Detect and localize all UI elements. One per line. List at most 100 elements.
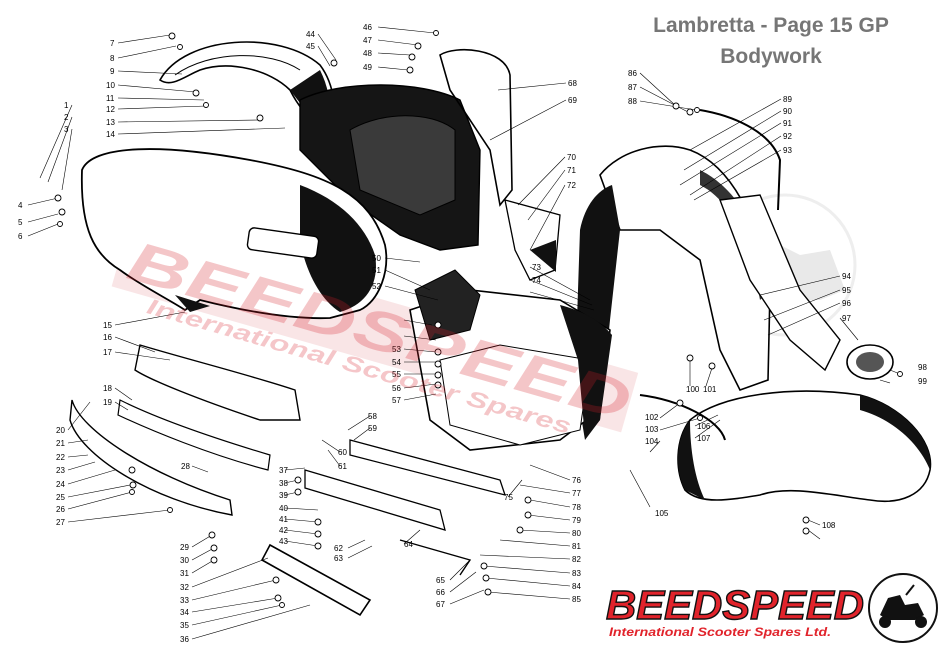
part-number: 56: [392, 384, 401, 393]
part-number: 97: [842, 314, 851, 323]
part-number: 91: [783, 119, 792, 128]
part-number: 36: [180, 635, 189, 644]
part-number: 62: [334, 544, 343, 553]
frame-cover-centre: [299, 49, 513, 251]
part-number: 90: [783, 107, 792, 116]
part-number: 79: [572, 516, 581, 525]
part-number: 13: [106, 118, 115, 127]
part-number: 26: [56, 505, 65, 514]
part-number: 61: [338, 462, 347, 471]
part-number: 101: [703, 385, 717, 394]
part-number-labels: 1 2 3 4 5 6 7 8 9 10 11 12 13 14 15 16 1…: [18, 23, 927, 644]
part-number: 22: [56, 453, 65, 462]
part-number: 100: [686, 385, 700, 394]
part-number: 46: [363, 23, 372, 32]
part-number: 18: [103, 384, 112, 393]
part-number: 38: [279, 479, 288, 488]
part-number: 71: [567, 166, 576, 175]
part-number: 68: [568, 79, 577, 88]
part-number: 70: [567, 153, 576, 162]
part-number: 60: [338, 448, 347, 457]
part-number: 104: [645, 437, 659, 446]
part-number: 1: [64, 101, 69, 110]
floorboard-tunnel: [409, 269, 612, 451]
part-number: 8: [110, 54, 115, 63]
part-number: 69: [568, 96, 577, 105]
part-number: 21: [56, 439, 65, 448]
part-number: 57: [392, 396, 401, 405]
part-number: 9: [110, 67, 115, 76]
leader-lines: [27, 26, 901, 640]
part-number: 24: [56, 480, 65, 489]
logo-tagline: International Scooter Spares Ltd.: [609, 625, 831, 639]
part-number: 99: [918, 377, 927, 386]
part-number: 19: [103, 398, 112, 407]
part-number: 63: [334, 554, 343, 563]
left-side-panel: [80, 148, 388, 320]
part-number: 54: [392, 358, 401, 367]
part-number: 28: [181, 462, 190, 471]
part-number: 89: [783, 95, 792, 104]
part-number: 65: [436, 576, 445, 585]
beedspeed-logo: BEEDSPEED International Scooter Spares L…: [605, 573, 938, 643]
part-number: 92: [783, 132, 792, 141]
part-number: 14: [106, 130, 115, 139]
part-number: 105: [655, 509, 669, 518]
part-number: 58: [368, 412, 377, 421]
part-number: 85: [572, 595, 581, 604]
part-number: 83: [572, 569, 581, 578]
part-number: 106: [697, 422, 711, 431]
part-number: 96: [842, 299, 851, 308]
part-number: 3: [64, 125, 69, 134]
part-number: 78: [572, 503, 581, 512]
part-number: 39: [279, 491, 288, 500]
part-number: 2: [64, 113, 69, 122]
part-number: 53: [392, 345, 401, 354]
page-title: Lambretta - Page 15 GP: [653, 14, 889, 37]
part-number: 82: [572, 555, 581, 564]
part-number: 98: [918, 363, 927, 372]
part-number: 35: [180, 621, 189, 630]
page-subtitle: Bodywork: [720, 45, 822, 68]
part-number: 59: [368, 424, 377, 433]
part-number: 12: [106, 105, 115, 114]
part-number: 67: [436, 600, 445, 609]
part-number: 44: [306, 30, 315, 39]
part-number: 5: [18, 218, 23, 227]
part-number: 66: [436, 588, 445, 597]
part-number: 74: [532, 276, 541, 285]
part-number: 15: [103, 321, 112, 330]
part-number: 102: [645, 413, 659, 422]
part-number: 72: [567, 181, 576, 190]
part-number: 30: [180, 556, 189, 565]
part-number: 87: [628, 83, 637, 92]
part-number: 52: [372, 282, 381, 291]
part-number: 11: [106, 94, 115, 103]
part-number: 47: [363, 36, 372, 45]
part-number: 94: [842, 272, 851, 281]
part-number: 43: [279, 537, 288, 546]
part-number: 31: [180, 569, 189, 578]
part-number: 84: [572, 582, 581, 591]
part-number: 50: [372, 254, 381, 263]
part-number: 25: [56, 493, 65, 502]
part-number: 33: [180, 596, 189, 605]
part-number: 88: [628, 97, 637, 106]
part-number: 27: [56, 518, 65, 527]
part-number: 16: [103, 333, 112, 342]
part-number: 34: [180, 608, 189, 617]
part-number: 45: [306, 42, 315, 51]
part-number: 37: [279, 466, 288, 475]
part-number: 17: [103, 348, 112, 357]
part-number: 29: [180, 543, 189, 552]
part-number: 42: [279, 526, 288, 535]
part-number: 6: [18, 232, 23, 241]
scooter-icon: [879, 584, 927, 628]
part-number: 77: [572, 489, 581, 498]
part-number: 32: [180, 583, 189, 592]
part-number: 23: [56, 466, 65, 475]
part-number: 75: [504, 493, 513, 502]
part-number: 86: [628, 69, 637, 78]
part-number: 48: [363, 49, 372, 58]
part-number: 10: [106, 81, 115, 90]
